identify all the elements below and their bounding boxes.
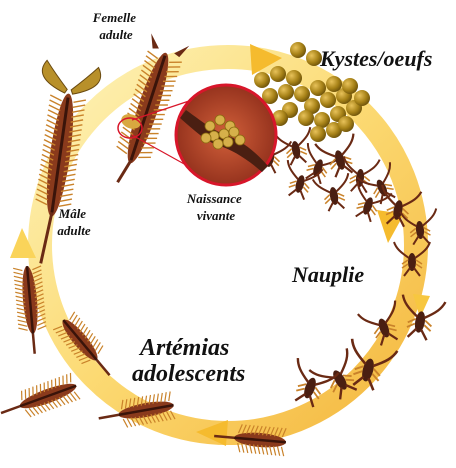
inset-egg	[205, 121, 215, 131]
inset-egg	[223, 137, 233, 147]
adolescent-artemia	[0, 373, 81, 427]
cyst-egg	[310, 126, 326, 142]
cyst-egg	[354, 90, 370, 106]
cyst-egg	[290, 42, 306, 58]
cyst-egg	[338, 116, 354, 132]
inset-egg	[213, 139, 223, 149]
nauplius	[341, 157, 380, 194]
label-female-adult: Femelle adulte	[92, 10, 140, 42]
inset-egg	[215, 115, 225, 125]
cyst-egg	[342, 78, 358, 94]
cyst-egg	[298, 110, 314, 126]
cyst-egg	[254, 72, 270, 88]
cyst-egg	[270, 66, 286, 82]
label-adolescent: Artémias adolescents	[132, 335, 245, 387]
label-cysts: Kystes/oeufs	[319, 46, 432, 71]
label-live-birth: Naissance vivante	[186, 191, 245, 223]
inset-egg	[201, 133, 211, 143]
cyst-egg	[326, 76, 342, 92]
cyst-egg	[278, 84, 294, 100]
cyst-egg	[286, 70, 302, 86]
label-nauplius: Nauplie	[291, 262, 364, 287]
inset-egg	[235, 135, 245, 145]
nauplius	[275, 127, 316, 167]
label-male-adult: Mâle adulte	[57, 206, 90, 238]
cyst-egg	[320, 92, 336, 108]
